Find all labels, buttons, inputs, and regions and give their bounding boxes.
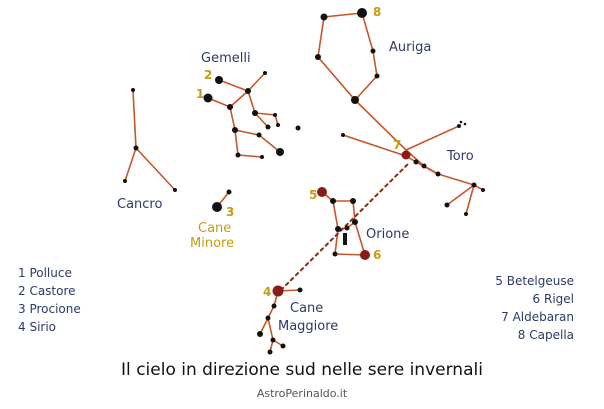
legend-right-item: 7 Aldebaran [501, 310, 574, 324]
star-number-4: 4 [263, 285, 271, 299]
star-number-6: 6 [373, 248, 381, 262]
caption: Il cielo in direzione sud nelle sere inv… [121, 360, 483, 380]
label-cancro: Cancro [117, 197, 162, 212]
star-number-7: 7 [393, 138, 401, 152]
aldebaran-star [401, 150, 411, 160]
label-gemelli: Gemelli [201, 51, 251, 66]
legend-left-item: 3 Procione [18, 302, 81, 316]
legend-left: 1 Polluce 2 Castore 3 Procione 4 Sirio [18, 266, 81, 334]
legend-right: 5 Betelgeuse 6 Rigel 7 Aldebaran 8 Capel… [495, 274, 574, 342]
label-toro: Toro [446, 149, 474, 164]
legend-left-item: 4 Sirio [18, 320, 56, 334]
label-cane-minore-2: Minore [190, 236, 234, 251]
star-number-2: 2 [204, 68, 212, 82]
auriga-lines [317, 12, 378, 102]
legend-right-item: 8 Capella [518, 328, 574, 342]
label-orione: Orione [366, 227, 409, 242]
red-stars [272, 150, 411, 297]
star-number-1: 1 [196, 87, 204, 101]
legend-right-item: 5 Betelgeuse [495, 274, 574, 288]
credit: AstroPerinaldo.it [257, 387, 348, 400]
stars [123, 8, 485, 355]
label-cane-minore-1: Cane [198, 221, 231, 236]
gemelli-lines [207, 72, 281, 158]
betelgeuse-star [317, 187, 327, 197]
cancro-lines [124, 89, 176, 191]
star-number-8: 8 [373, 5, 381, 19]
star-number-3: 3 [226, 205, 234, 219]
star-number-5: 5 [309, 188, 317, 202]
legend-right-item: 6 Rigel [533, 292, 574, 306]
legend-left-item: 1 Polluce [18, 266, 72, 280]
sirio-star [272, 285, 284, 297]
label-cane-maggiore-1: Cane [290, 301, 323, 316]
rigel-star [360, 250, 370, 260]
label-cane-maggiore-2: Maggiore [278, 319, 338, 334]
orione-lines [321, 191, 366, 256]
toro-lines [342, 99, 484, 215]
label-auriga: Auriga [389, 40, 431, 55]
legend-left-item: 2 Castore [18, 284, 76, 298]
